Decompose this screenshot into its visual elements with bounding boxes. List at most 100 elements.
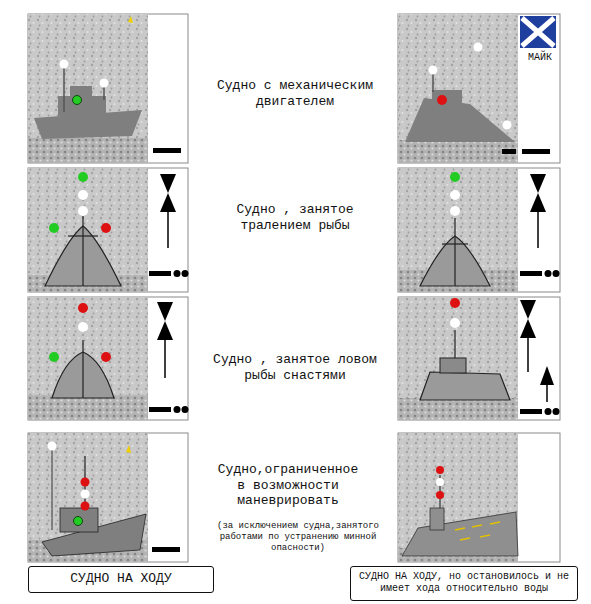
night-ground: [28, 433, 148, 562]
sound-short: [182, 270, 189, 277]
deck-marks: [455, 522, 500, 540]
white-light: [78, 206, 88, 216]
panel-frame: [28, 14, 560, 562]
red-light: [101, 352, 111, 362]
cone: [520, 300, 536, 319]
status-box: СУДНО НА ХОДУ: [28, 566, 214, 593]
panel-frame: [398, 14, 560, 163]
sound-long: [520, 271, 542, 276]
red-light: [436, 491, 444, 499]
ship-hull: [420, 372, 510, 400]
sound-long: [149, 407, 171, 412]
green-light: [49, 223, 59, 233]
white-light: [429, 66, 438, 75]
sound-short: [174, 270, 181, 277]
night-ground: [398, 168, 518, 292]
flame: [128, 16, 133, 23]
cone: [540, 366, 554, 385]
flame: [126, 445, 131, 453]
box-text: СУДНО НА ХОДУ, но остановилось и не имее…: [357, 571, 571, 595]
ship-hull: [60, 508, 98, 532]
mast: [63, 66, 65, 112]
panel-frame: [398, 433, 560, 562]
white-light: [100, 79, 109, 88]
night-ground: [28, 297, 148, 420]
sound-short: [545, 270, 552, 277]
mast: [432, 72, 434, 92]
white-light: [78, 322, 88, 332]
cone: [520, 319, 536, 338]
vessel-type: Судно , занятое ловом рыбы снастями: [200, 352, 390, 383]
white-light: [436, 478, 444, 486]
sound-long: [149, 271, 171, 276]
ship-hull: [430, 508, 444, 530]
sound-long: [153, 148, 181, 153]
sound-short: [182, 406, 189, 413]
panel-frame: [398, 297, 560, 420]
green-light: [450, 172, 460, 182]
hoist-line: [546, 385, 548, 402]
sound-short: [174, 406, 181, 413]
flag-mike: [520, 16, 556, 48]
yard: [68, 235, 98, 236]
red-light: [450, 298, 460, 308]
sound-long: [520, 409, 542, 414]
white-light: [81, 490, 90, 499]
panel-frame: [28, 297, 188, 420]
ship-hull: [402, 508, 518, 556]
hoist-line: [527, 338, 529, 372]
night-ground: [28, 14, 148, 163]
ship-hull: [402, 512, 518, 556]
panel-frame: [28, 14, 188, 163]
vessel-type: Судно,ограниченное в возможности маневри…: [212, 462, 364, 509]
green-light: [78, 172, 88, 182]
mast: [82, 216, 83, 286]
cone: [160, 193, 176, 212]
sound-long: [522, 149, 550, 154]
hoist-line: [167, 212, 169, 248]
status-box: СУДНО НА ХОДУ, но остановилось и не имее…: [350, 566, 578, 601]
green-light: [74, 517, 83, 526]
vessel-type: Судно с механическим двигателем: [200, 78, 390, 109]
mast: [103, 86, 105, 100]
white-light: [78, 190, 88, 200]
night-ground: [398, 433, 518, 562]
flag-name: МАЙК: [518, 52, 562, 64]
white-light: [48, 442, 57, 451]
sound-long: [502, 149, 516, 154]
white-light: [450, 318, 460, 328]
sound-long: [152, 547, 180, 552]
cone: [530, 174, 546, 193]
sea-band: [398, 398, 518, 420]
ship-hull: [42, 508, 146, 556]
cone: [157, 321, 173, 340]
ship-hull: [34, 86, 142, 139]
hoist-line: [537, 212, 539, 248]
mast: [82, 340, 83, 398]
mast: [52, 450, 53, 530]
mast: [454, 218, 455, 286]
white-light: [60, 60, 69, 69]
cone: [530, 193, 546, 212]
ship-hull: [70, 86, 92, 98]
red-light: [78, 303, 88, 313]
sound-short: [553, 270, 560, 277]
vessel-type: Судно , занятое тралением рыбы: [200, 202, 390, 233]
ship-hull: [405, 90, 515, 142]
panel-frame: [398, 168, 560, 292]
night-ground: [28, 14, 518, 562]
cone: [160, 174, 176, 193]
white-light: [450, 206, 460, 216]
superstructure: [440, 358, 466, 373]
ship-hull: [432, 90, 462, 106]
sea-band: [28, 138, 518, 562]
sea-band: [28, 138, 148, 163]
night-ground: [398, 297, 518, 420]
night-ground: [398, 14, 518, 163]
sound-short: [553, 408, 560, 415]
ship-hull: [58, 96, 106, 116]
red-light: [101, 223, 111, 233]
red-light: [81, 478, 90, 487]
white-light: [474, 43, 483, 52]
green-light: [49, 352, 59, 362]
